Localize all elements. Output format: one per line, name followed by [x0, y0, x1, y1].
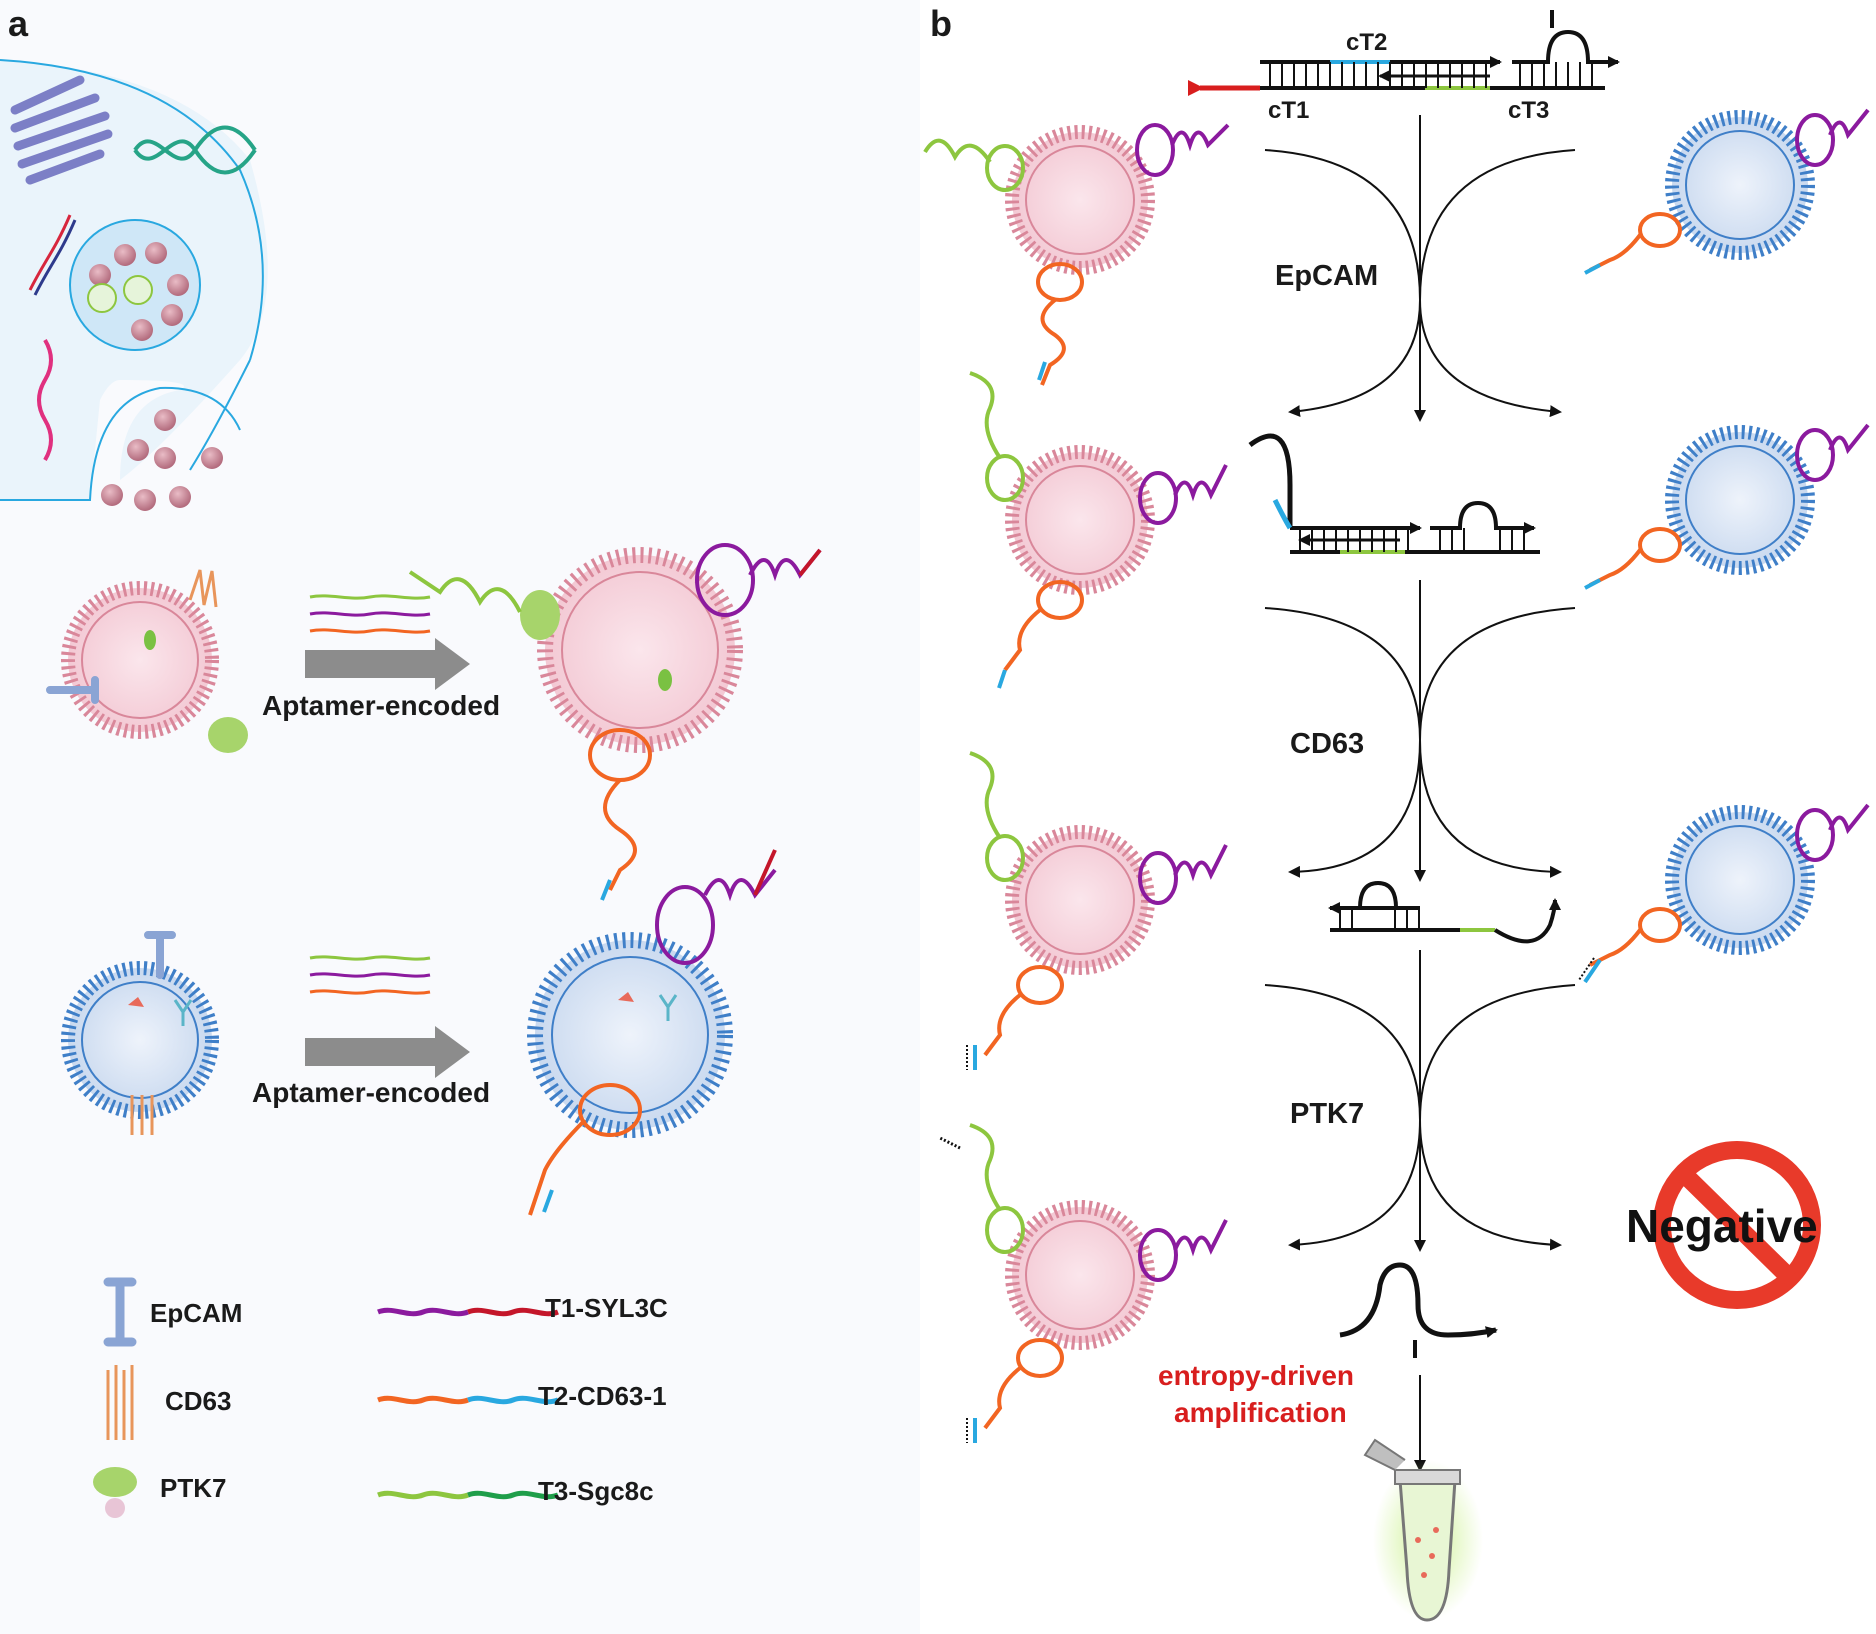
vesicle-blue-unlabeled	[61, 931, 219, 1135]
ct2-label: cT2	[1346, 29, 1387, 56]
released-strand	[1339, 1262, 1498, 1358]
reaction-curves-ptk7	[1264, 984, 1576, 1251]
legend-ptk7-label: PTK7	[160, 1473, 226, 1503]
golgi-icon	[10, 75, 113, 185]
dna-complex-mid-1	[1248, 433, 1540, 554]
legend: EpCAM CD63 PTK7 T1-SYL3C T2-CD63-1 T3-Sg…	[93, 1277, 668, 1518]
aptamer-encoded-arrow-1	[305, 638, 470, 690]
fluorescent-tube-icon	[1363, 1438, 1483, 1622]
legend-t1-label: T1-SYL3C	[545, 1293, 668, 1323]
ptk7-icon	[93, 1467, 137, 1518]
blue-exosome-stage0	[1584, 108, 1870, 275]
reaction-curves-epcam	[1264, 149, 1576, 418]
pink-exosome-stage1	[969, 371, 1228, 689]
ct3-label: cT3	[1508, 97, 1549, 124]
vesicle-blue-encoded	[527, 849, 777, 1216]
dna-complex-mid-2	[1328, 880, 1561, 944]
stage-ptk7-label: PTK7	[1290, 1098, 1364, 1130]
reaction-curves-cd63	[1264, 607, 1576, 878]
legend-cd63-label: CD63	[165, 1386, 231, 1416]
ct1-label: cT1	[1268, 97, 1309, 124]
stage-epcam-label: EpCAM	[1275, 260, 1378, 292]
cd63-icon	[106, 1365, 134, 1440]
aptamer-set-2	[309, 955, 431, 995]
blue-exosome-stage2	[1578, 803, 1870, 984]
panel-b-label: b	[930, 3, 952, 44]
t2-cd63-1-strand	[377, 1395, 559, 1405]
multivesicular-body	[69, 219, 201, 351]
dna-helix-icon	[133, 125, 257, 175]
panel-a-label-front: a	[8, 3, 29, 44]
small-dna-icon	[28, 214, 77, 296]
aptamer-encoded-label-1: Aptamer-encoded	[262, 690, 500, 721]
aptamer-encoded-label-2: Aptamer-encoded	[252, 1077, 490, 1108]
stage-cd63-label: CD63	[1290, 728, 1364, 760]
negative-label: Negative	[1626, 1200, 1818, 1252]
amplification-label-line2: amplification	[1174, 1397, 1347, 1428]
legend-t2-label: T2-CD63-1	[538, 1381, 667, 1411]
t3-sgc8c-strand	[377, 1490, 559, 1500]
pink-exosome-stage0	[923, 123, 1230, 386]
aptamer-encoded-arrow-2	[305, 1026, 470, 1078]
aptamer-set-1	[309, 594, 431, 634]
t1-syl3c-strand	[377, 1307, 559, 1317]
pink-exosome-stage3	[939, 1123, 1228, 1443]
vesicle-pink-encoded	[408, 543, 822, 901]
negative-symbol	[1653, 1141, 1821, 1309]
pink-exosome-stage2	[966, 751, 1228, 1070]
legend-t3-label: T3-Sgc8c	[538, 1476, 654, 1506]
blue-exosome-stage1	[1584, 423, 1870, 590]
cell-illustration	[0, 59, 268, 511]
epcam-icon	[103, 1277, 137, 1347]
vesicle-pink-unlabeled	[46, 569, 248, 753]
amplification-label-line1: entropy-driven	[1158, 1360, 1354, 1391]
dna-complex-top	[1188, 10, 1620, 96]
released-exosomes	[101, 409, 223, 511]
rna-strand-icon	[37, 338, 53, 462]
legend-epcam-label: EpCAM	[150, 1298, 242, 1328]
